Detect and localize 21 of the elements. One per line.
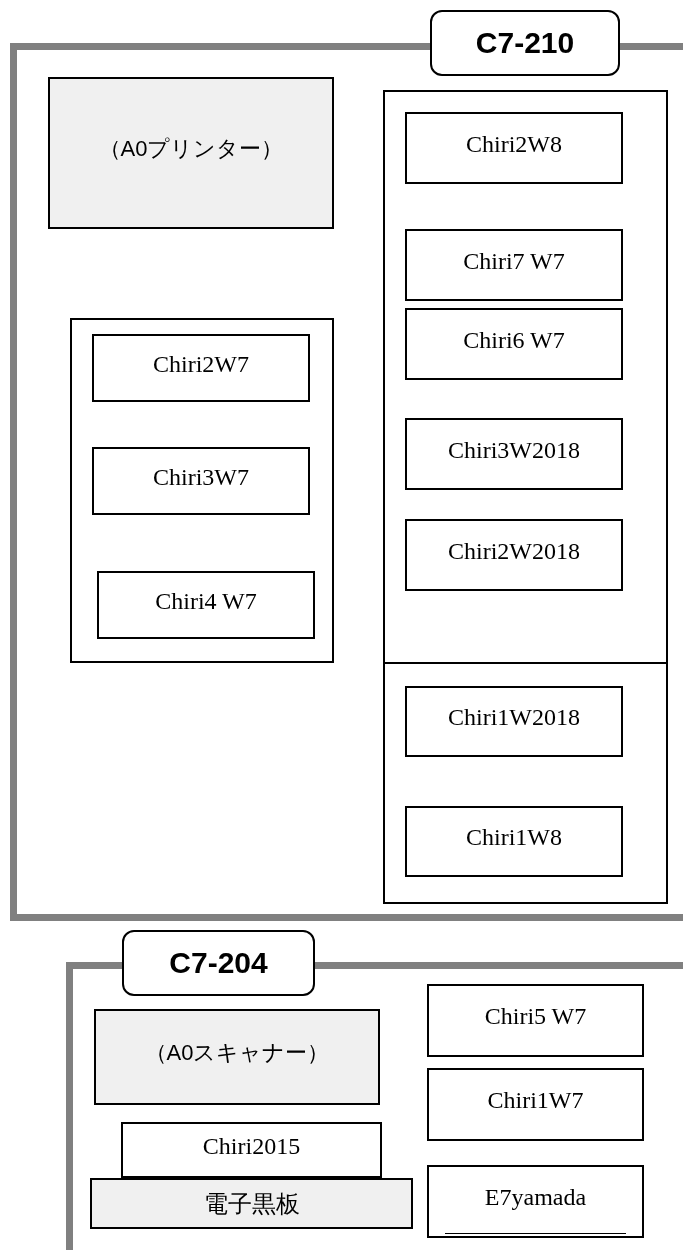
computer-box: Chiri5 W7 (427, 984, 644, 1057)
device-box: （A0プリンター） (48, 77, 334, 229)
group-box (383, 90, 668, 904)
computer-box: Chiri2W8 (405, 112, 623, 184)
computer-box: Chiri1W2018 (405, 686, 623, 757)
computer-box: Chiri2W7 (92, 334, 310, 402)
device-box: 電子黒板 (90, 1178, 413, 1229)
room-label: C7-210 (430, 10, 620, 76)
computer-box: E7yamada (427, 1165, 644, 1238)
computer-box: Chiri3W2018 (405, 418, 623, 490)
computer-box: Chiri1W7 (427, 1068, 644, 1141)
computer-box: Chiri6 W7 (405, 308, 623, 380)
room-label: C7-204 (122, 930, 315, 996)
computer-box: Chiri2015 (121, 1122, 382, 1178)
device-box: （A0スキャナー） (94, 1009, 380, 1105)
computer-box: Chiri1W8 (405, 806, 623, 877)
computer-box: Chiri7 W7 (405, 229, 623, 301)
computer-box: Chiri3W7 (92, 447, 310, 515)
group-box (70, 318, 334, 663)
computer-box: Chiri2W2018 (405, 519, 623, 591)
computer-box: Chiri4 W7 (97, 571, 315, 639)
